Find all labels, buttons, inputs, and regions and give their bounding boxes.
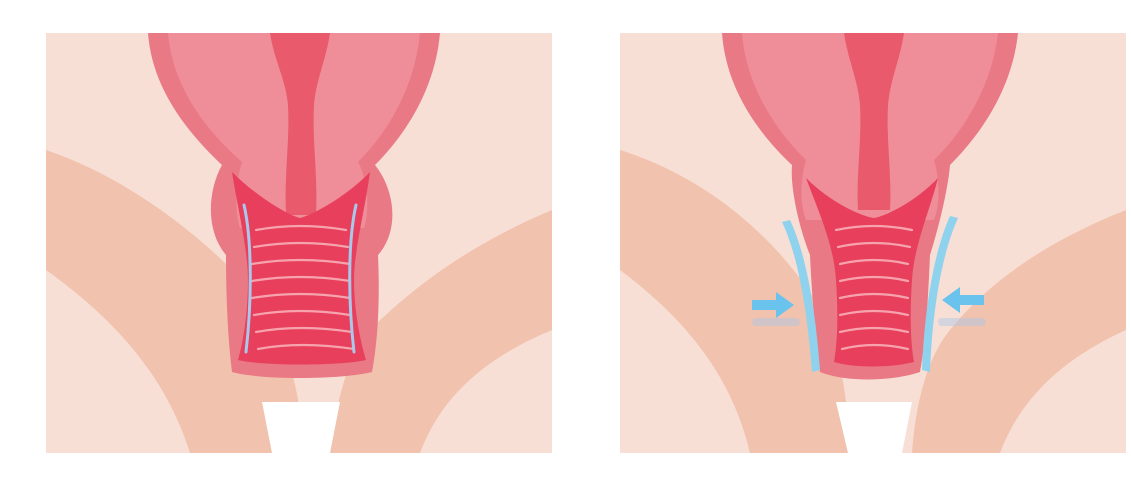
tampon-applicator bbox=[836, 402, 912, 453]
right-motion-trail bbox=[938, 318, 986, 326]
tampon-applicator bbox=[262, 402, 340, 453]
left-motion-trail bbox=[752, 318, 800, 326]
panel-after bbox=[620, 33, 1126, 453]
panel-before bbox=[46, 33, 552, 453]
